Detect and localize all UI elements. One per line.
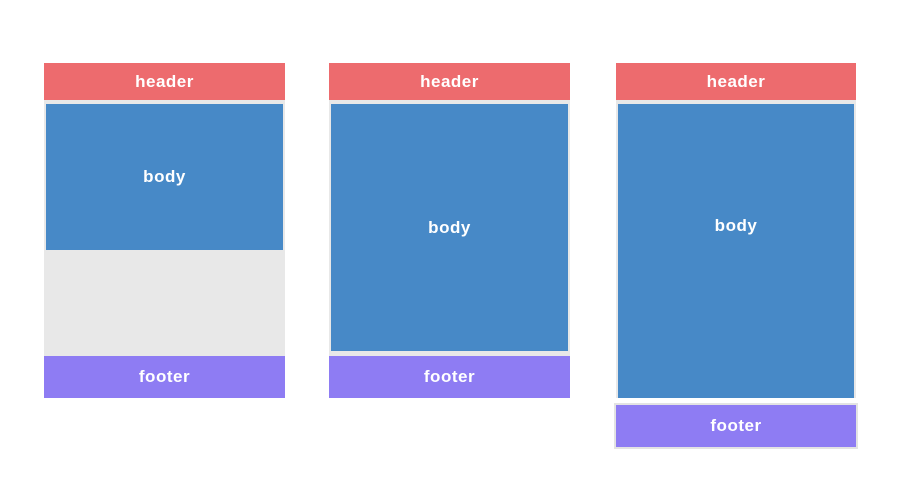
body-label: body (143, 167, 186, 186)
header-label: header (420, 71, 479, 91)
body-label: body (714, 216, 758, 235)
header-label: header (706, 71, 766, 91)
header-block: header (44, 63, 285, 100)
footer-label: footer (423, 367, 476, 386)
header-block: header (329, 63, 570, 100)
panel-filled-content: header body footer (329, 63, 570, 398)
footer-block: footer (329, 356, 570, 398)
footer-block: footer (616, 405, 856, 447)
header-label: header (135, 71, 194, 91)
body-block: body (618, 104, 854, 398)
panel-overflowing-content: header body footer (616, 63, 856, 447)
footer-label: footer (138, 367, 191, 386)
body-block: body (46, 104, 283, 250)
body-label: body (428, 217, 471, 237)
footer-block: footer (44, 356, 285, 398)
body-block: body (331, 104, 568, 351)
footer-label: footer (710, 416, 762, 435)
header-block: header (616, 63, 856, 100)
panel-short-content: header body footer (44, 63, 285, 398)
